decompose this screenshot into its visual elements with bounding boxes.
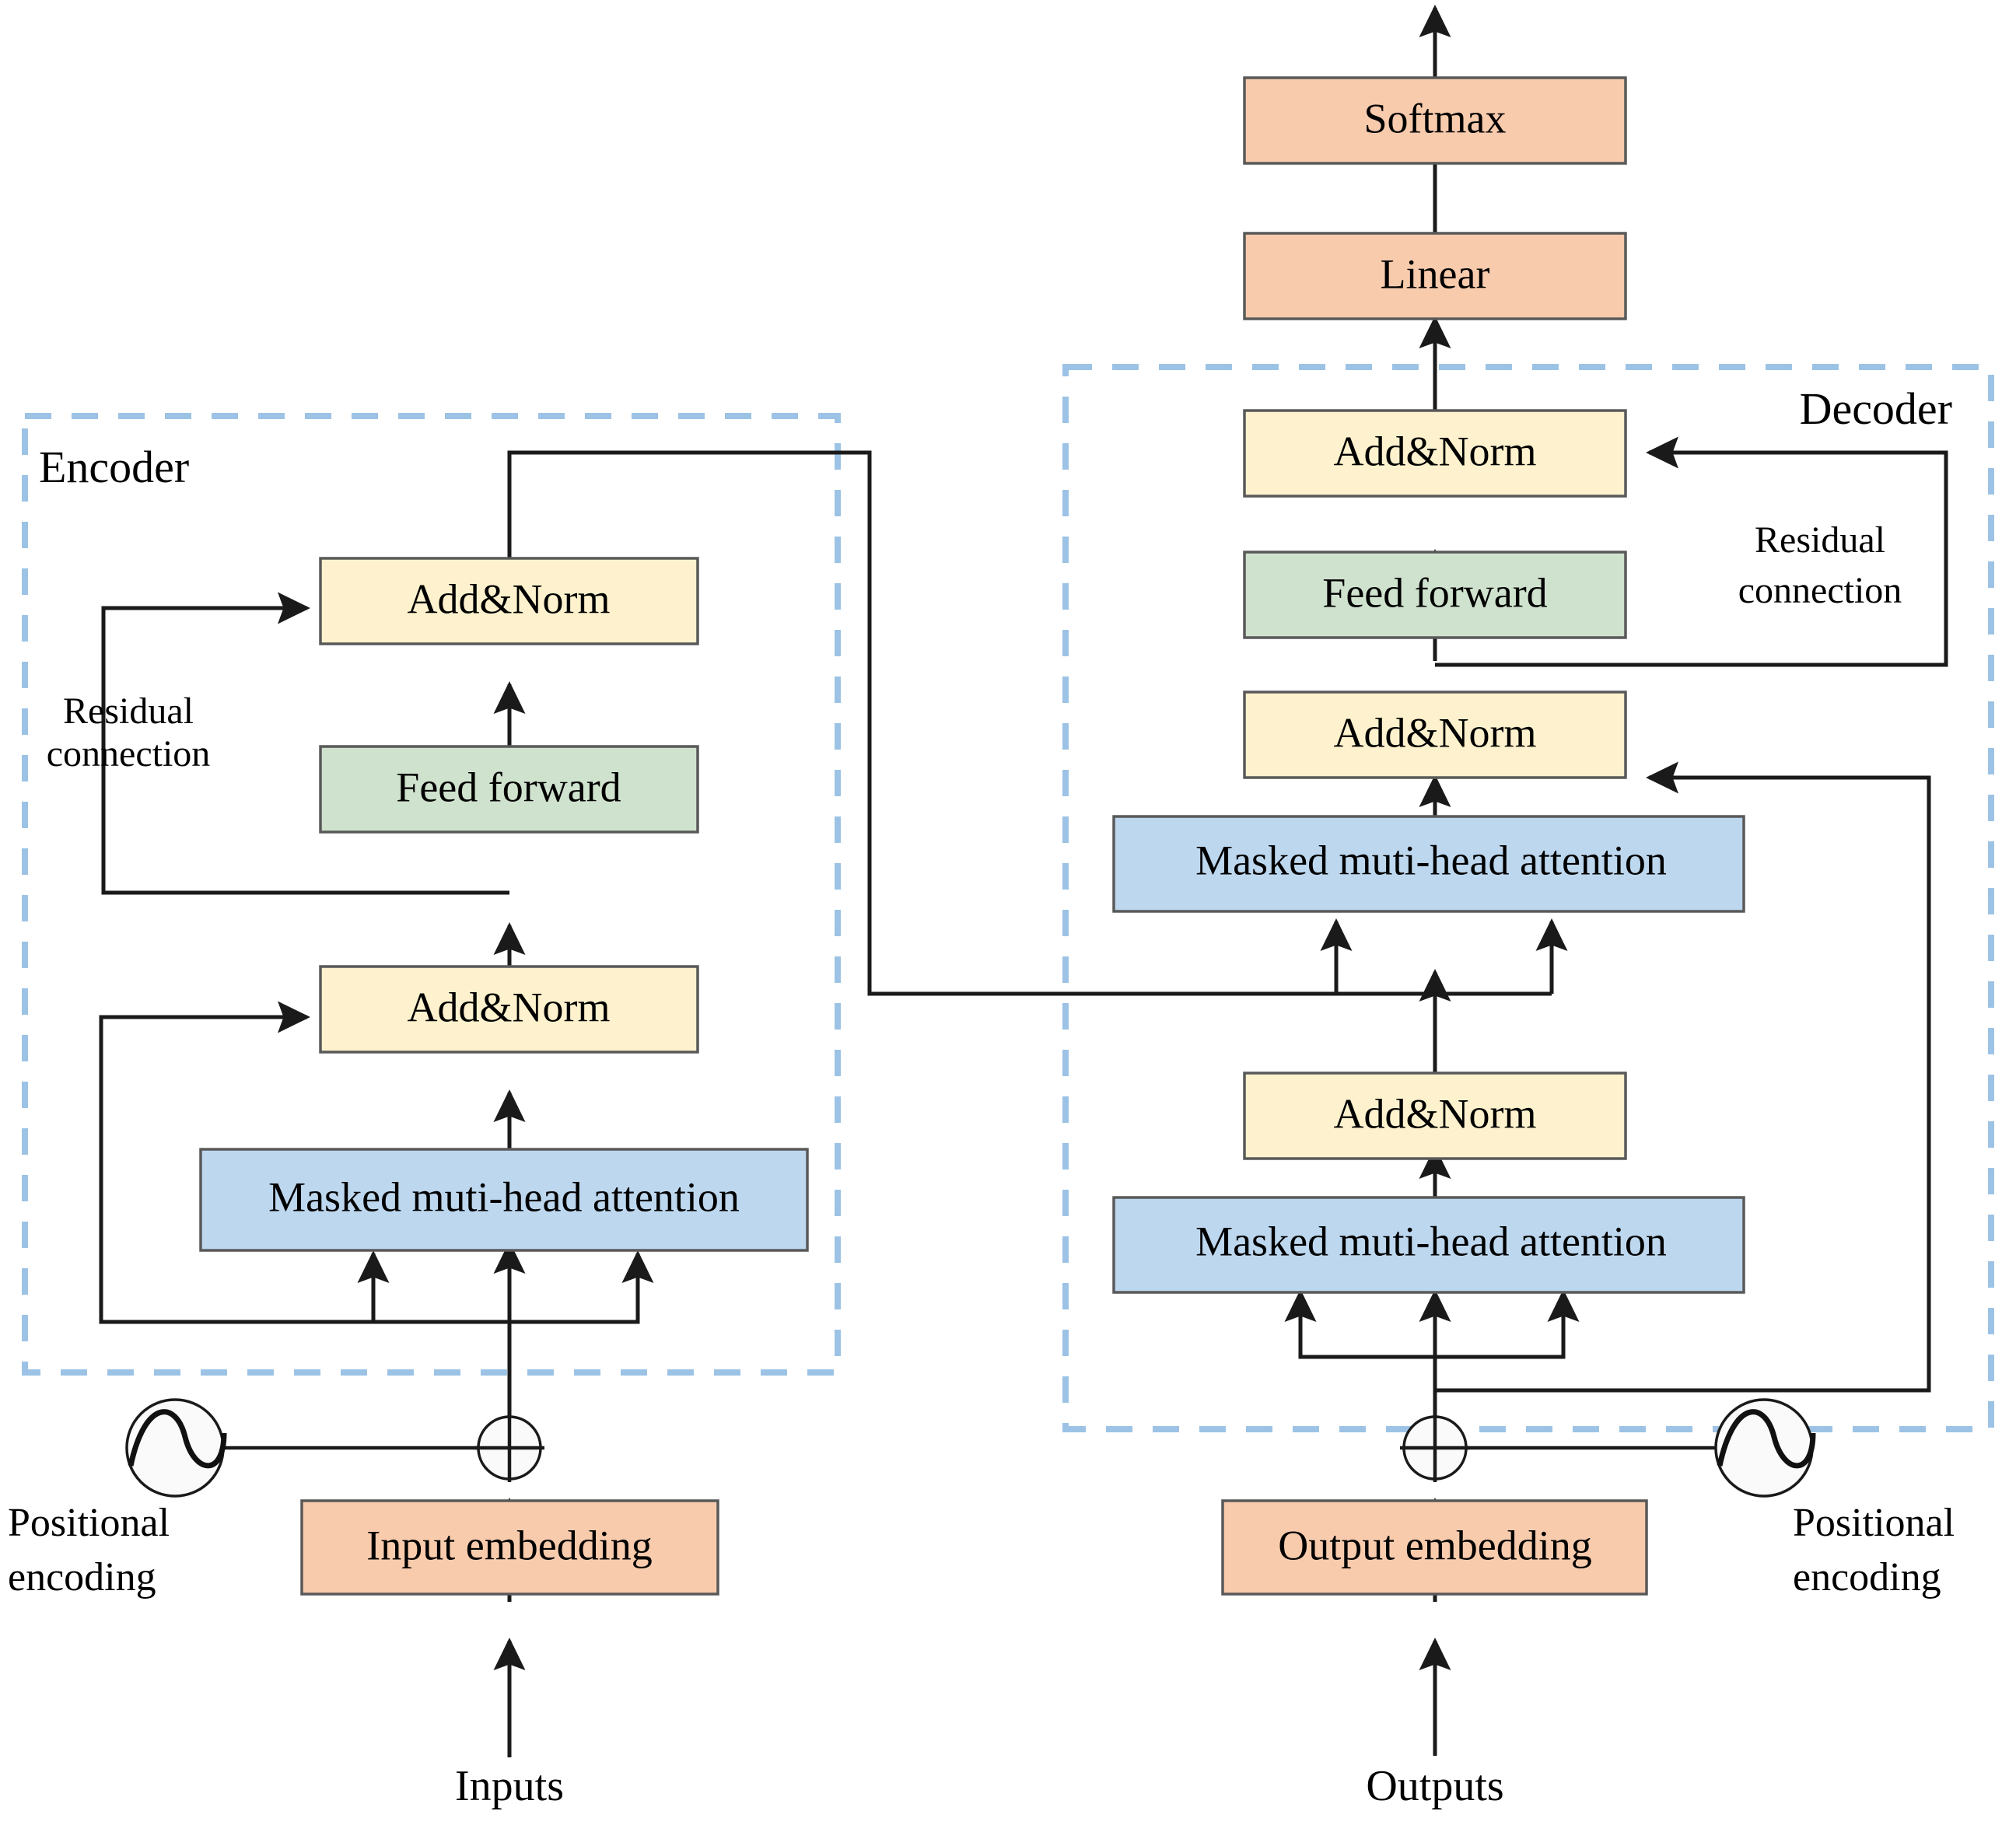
sine-wave-glyph: [128, 1409, 227, 1469]
encoder-positional-encoding-label-line1: Positional: [8, 1501, 170, 1545]
decoder-residual-label-line2: connection: [1738, 570, 1902, 611]
block-enc-addnorm-top[interactable]: Add&Norm: [319, 557, 699, 645]
block-input-embedding[interactable]: Input embedding: [300, 1499, 719, 1596]
encoder-group-label: Encoder: [39, 442, 189, 492]
decoder-io-label: Outputs: [1366, 1762, 1503, 1810]
decoder-wires: [870, 4, 1948, 1756]
decoder-blocks: Softmax Linear Add&Norm Feed forward Add…: [1112, 76, 1745, 1596]
block-linear[interactable]: Linear: [1243, 232, 1627, 320]
encoder-blocks: Add&Norm Feed forward Add&Norm Masked mu…: [199, 557, 809, 1596]
block-enc-attention[interactable]: Masked muti-head attention: [199, 1148, 809, 1252]
decoder-positional-encoding-label-line2: encoding: [1793, 1555, 1941, 1599]
encoder-residual-label-line2: connection: [47, 733, 211, 774]
block-label: Masked muti-head attention: [268, 1173, 740, 1220]
block-label: Input embedding: [366, 1522, 652, 1568]
encoder-residual-label-line1: Residual: [63, 690, 194, 732]
encoder-positional-encoding-label-line2: encoding: [8, 1555, 156, 1599]
block-label: Output embedding: [1278, 1522, 1591, 1568]
encoder-io-label: Inputs: [455, 1762, 564, 1810]
block-label: Add&Norm: [1334, 1090, 1537, 1137]
block-label: Softmax: [1364, 95, 1507, 142]
block-label: Masked muti-head attention: [1195, 1218, 1667, 1264]
decoder-group-label: Decoder: [1800, 383, 1952, 434]
block-label: Feed forward: [1322, 569, 1547, 616]
block-label: Feed forward: [396, 764, 621, 810]
block-dec-addnorm-bottom[interactable]: Add&Norm: [1243, 1072, 1627, 1160]
block-dec-addnorm-top[interactable]: Add&Norm: [1243, 409, 1627, 498]
block-dec-attention-self[interactable]: Masked muti-head attention: [1112, 1196, 1745, 1294]
block-dec-addnorm-mid[interactable]: Add&Norm: [1243, 690, 1627, 779]
block-label: Add&Norm: [1334, 428, 1537, 474]
decoder-group-border: [1062, 364, 1994, 1432]
block-label: Add&Norm: [408, 575, 611, 622]
block-softmax[interactable]: Softmax: [1243, 76, 1627, 165]
decoder-positional-encoding-label-line1: Positional: [1793, 1501, 1955, 1545]
block-dec-feedforward[interactable]: Feed forward: [1243, 551, 1627, 639]
encoder-positional-encoding: [125, 1398, 544, 1498]
block-label: Add&Norm: [1334, 709, 1537, 756]
decoder-residual-label-line1: Residual: [1755, 519, 1885, 561]
block-label: Linear: [1381, 250, 1490, 297]
block-output-embedding[interactable]: Output embedding: [1221, 1499, 1648, 1596]
block-label: Add&Norm: [408, 984, 611, 1030]
block-enc-addnorm-bottom[interactable]: Add&Norm: [319, 965, 699, 1054]
sine-wave-glyph: [1717, 1409, 1816, 1469]
block-label: Masked muti-head attention: [1195, 837, 1667, 883]
block-dec-attention-cross[interactable]: Masked muti-head attention: [1112, 815, 1745, 913]
decoder-positional-encoding: [1400, 1398, 1816, 1498]
block-enc-feedforward[interactable]: Feed forward: [319, 745, 699, 834]
